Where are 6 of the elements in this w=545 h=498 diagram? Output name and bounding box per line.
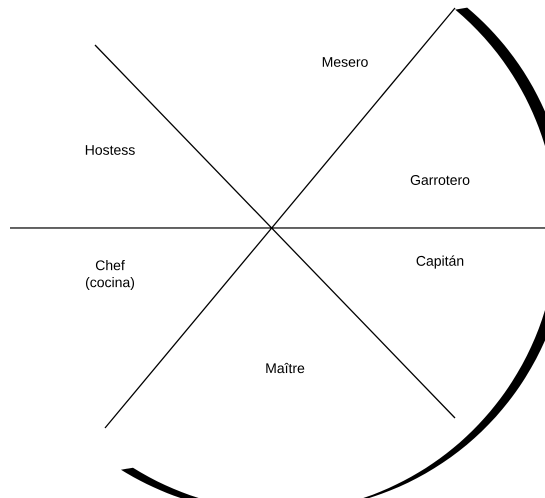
sector-label: Maître bbox=[266, 362, 304, 374]
sector-label: Mesero bbox=[322, 57, 368, 67]
sector-label: Chef (cocina) bbox=[86, 260, 134, 290]
sector-label: Hostess bbox=[86, 145, 135, 155]
sector-label: Garrotero bbox=[410, 175, 470, 185]
sector-label: Capitán bbox=[416, 255, 464, 269]
